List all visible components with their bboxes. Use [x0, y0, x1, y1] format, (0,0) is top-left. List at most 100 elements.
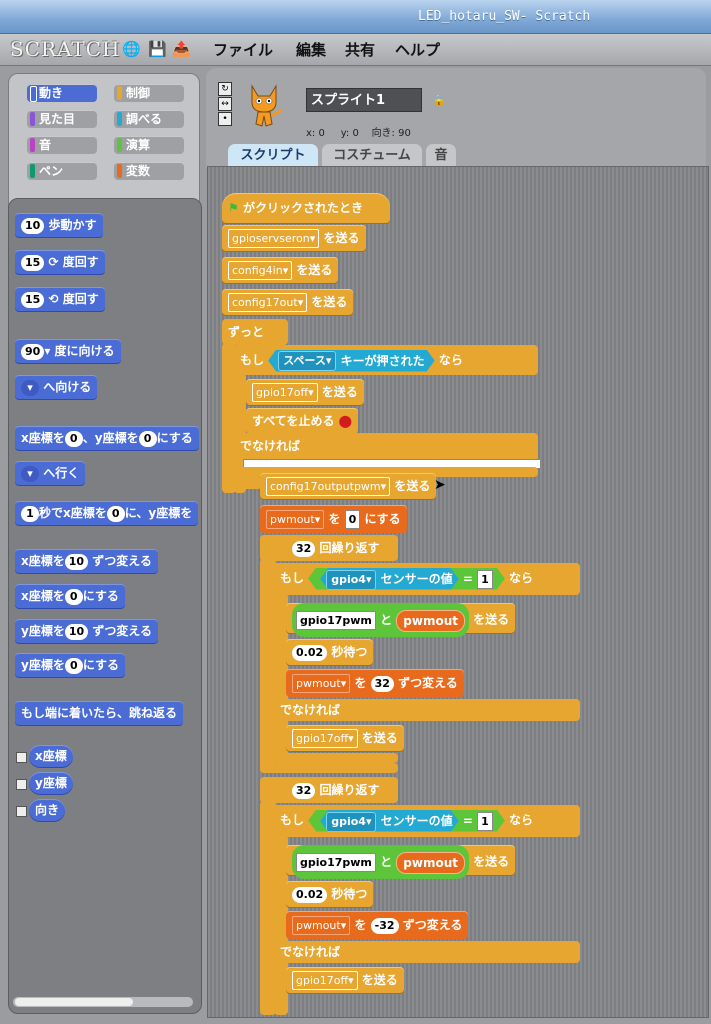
rotate-style-icon[interactable]: ↻ — [218, 82, 232, 96]
sensor-value-reporter[interactable]: gpio4▾ センサーの値 — [320, 810, 458, 832]
category-sound[interactable]: 音 — [27, 136, 97, 154]
variable-dropdown[interactable]: pwmout▾ — [292, 674, 351, 693]
sensor-value-reporter[interactable]: gpio4▾ センサーの値 — [320, 568, 458, 590]
change-value-input[interactable]: 32 — [370, 675, 394, 692]
join-text-input[interactable]: gpio17pwm — [296, 853, 376, 872]
menu-share[interactable]: 共有 — [345, 41, 376, 59]
key-dropdown[interactable]: スペース▾ — [278, 351, 336, 371]
repeat-count-input[interactable]: 32 — [292, 782, 316, 799]
broadcast-config4in[interactable]: config4in▾ を送る — [222, 257, 339, 283]
broadcast-config17outputpwm[interactable]: config17outputpwm▾ を送る — [260, 473, 437, 499]
variable-dropdown[interactable]: pwmout▾ — [292, 916, 351, 935]
repeat-count-input[interactable]: 32 — [292, 540, 316, 557]
hat-green-flag[interactable]: ⚑ がクリックされたとき — [222, 193, 390, 223]
reporter-ypos[interactable]: y座標 — [29, 772, 73, 794]
globe-icon[interactable]: 🌐 — [122, 40, 141, 58]
category-operators[interactable]: 演算 — [114, 136, 184, 154]
equals-condition[interactable]: gpio4▾ センサーの値 = 1 — [308, 810, 505, 832]
equals-condition[interactable]: gpio4▾ センサーの値 = 1 — [308, 568, 505, 590]
compare-value-input[interactable]: 1 — [477, 570, 493, 589]
variable-dropdown[interactable]: pwmout▾ — [266, 510, 325, 529]
x-input[interactable]: 0 — [64, 430, 83, 447]
menu-help[interactable]: ヘルプ — [395, 41, 441, 59]
join-text-input[interactable]: gpio17pwm — [296, 611, 376, 630]
block-bounce[interactable]: もし端に着いたら、跳ね返る — [15, 701, 184, 725]
tab-costumes[interactable]: コスチューム — [322, 144, 422, 168]
set-value-input[interactable]: 0 — [344, 510, 361, 529]
broadcast-gpio17off-2[interactable]: gpio17off▾ を送る — [286, 967, 404, 993]
message-dropdown[interactable]: gpio17off▾ — [292, 971, 358, 990]
sprite-name-field[interactable]: スプライト1 — [306, 88, 422, 112]
broadcast-join-1[interactable]: gpio17pwm と pwmout を送る — [286, 603, 516, 637]
x-input[interactable]: 0 — [106, 505, 125, 522]
scrollbar-thumb[interactable] — [15, 998, 133, 1006]
x-input[interactable]: 0 — [64, 588, 83, 605]
block-point-towards[interactable]: ▾ へ向ける — [15, 375, 98, 399]
change-value-input[interactable]: -32 — [370, 917, 399, 934]
block-turn-right[interactable]: 15 ⟳ 度回す — [15, 250, 105, 274]
broadcast-join-2[interactable]: gpio17pwm と pwmout を送る — [286, 845, 516, 879]
target-dropdown[interactable]: ▾ — [21, 465, 39, 482]
message-dropdown[interactable]: gpio17off▾ — [292, 729, 358, 748]
pwmout-reporter[interactable]: pwmout — [396, 609, 465, 632]
message-dropdown[interactable]: config17out▾ — [228, 293, 308, 312]
category-control[interactable]: 制御 — [114, 84, 184, 102]
set-pwmout-block[interactable]: pwmout▾ を 0 にする — [260, 505, 407, 533]
menu-edit[interactable]: 編集 — [296, 41, 327, 59]
y-input[interactable]: 0 — [64, 657, 83, 674]
block-goto[interactable]: ▾ へ行く — [15, 461, 86, 485]
message-dropdown[interactable]: gpio17off▾ — [252, 383, 318, 402]
y-input[interactable]: 0 — [138, 430, 157, 447]
change-pwmout-block-2[interactable]: pwmout▾ を -32 ずつ変える — [286, 911, 469, 939]
stop-all-block[interactable]: すべてを止める ⬤ — [246, 408, 359, 434]
script-area[interactable]: ⚑ がクリックされたとき gpioservseron▾ を送る config4i… — [207, 166, 709, 1018]
save-icon[interactable]: 💾 — [148, 40, 167, 58]
category-looks[interactable]: 見た目 — [27, 110, 97, 128]
sensor-dropdown[interactable]: gpio4▾ — [326, 570, 376, 590]
reporter-xpos[interactable]: x座標 — [29, 745, 73, 767]
broadcast-gpioservseron[interactable]: gpioservseron▾ を送る — [222, 225, 366, 251]
reporter-direction[interactable]: 向き — [29, 799, 66, 821]
target-dropdown[interactable]: ▾ — [21, 379, 39, 396]
steps-input[interactable]: 10 — [21, 217, 45, 234]
dy-input[interactable]: 10 — [64, 623, 89, 640]
sensor-dropdown[interactable]: gpio4▾ — [326, 812, 376, 832]
message-dropdown[interactable]: config4in▾ — [228, 261, 293, 280]
xpos-checkbox[interactable] — [16, 752, 27, 763]
change-pwmout-block-1[interactable]: pwmout▾ を 32 ずつ変える — [286, 669, 464, 697]
direction-checkbox[interactable] — [16, 806, 27, 817]
dx-input[interactable]: 10 — [64, 553, 89, 570]
no-rotate-icon[interactable]: • — [218, 112, 232, 126]
repeat-block-2[interactable] — [260, 777, 398, 803]
share-icon[interactable]: 📤 — [172, 40, 191, 58]
block-point-direction[interactable]: 90▾ 度に向ける — [15, 339, 121, 363]
join-reporter[interactable]: gpio17pwm と pwmout — [292, 603, 469, 637]
menu-file[interactable]: ファイル — [213, 41, 274, 59]
left-right-icon[interactable]: ↔ — [218, 97, 232, 111]
broadcast-gpio17off[interactable]: gpio17off▾ を送る — [246, 379, 364, 405]
wait-seconds-input[interactable]: 0.02 — [292, 886, 328, 903]
lock-icon[interactable]: 🔒 — [432, 94, 446, 107]
direction-input[interactable]: 90 — [21, 343, 45, 360]
tab-scripts[interactable]: スクリプト — [228, 144, 318, 168]
ypos-checkbox[interactable] — [16, 779, 27, 790]
wait-block-2[interactable]: 0.02 秒待つ — [286, 881, 374, 907]
category-sensing[interactable]: 調べる — [114, 110, 184, 128]
degrees-input[interactable]: 15 — [21, 291, 45, 308]
wait-seconds-input[interactable]: 0.02 — [292, 644, 328, 661]
category-variables[interactable]: 変数 — [114, 162, 184, 180]
category-motion[interactable]: 動き — [27, 84, 97, 102]
broadcast-gpio17off-1[interactable]: gpio17off▾ を送る — [286, 725, 404, 751]
category-pen[interactable]: ペン — [27, 162, 97, 180]
seconds-input[interactable]: 1 — [21, 505, 39, 522]
repeat-block-1[interactable] — [260, 535, 398, 561]
block-turn-left[interactable]: 15 ⟲ 度回す — [15, 287, 105, 311]
tab-sounds[interactable]: 音 — [426, 144, 456, 168]
broadcast-config17out[interactable]: config17out▾ を送る — [222, 289, 354, 315]
